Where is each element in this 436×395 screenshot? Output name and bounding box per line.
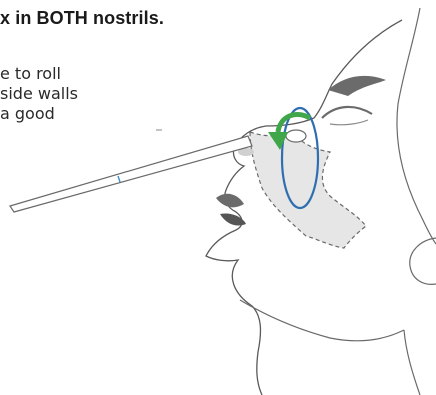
instruction-line-1: e to roll — [0, 64, 61, 84]
mouth-upper — [216, 194, 244, 208]
eye-lower — [330, 120, 368, 125]
instruction-line-3: a good — [0, 104, 55, 124]
swab-tip — [286, 130, 306, 142]
jaw-line — [240, 300, 404, 341]
head-back-line — [397, 8, 436, 244]
neck-line — [404, 330, 420, 395]
mouth-lower — [220, 213, 246, 225]
eyebrow — [328, 76, 386, 96]
ear-outline — [410, 238, 436, 284]
instruction-line-2: side walls — [0, 84, 78, 104]
nasal-region-shading — [250, 132, 366, 248]
swab-stick — [10, 136, 252, 212]
instruction-heading: x in BOTH nostrils. — [0, 8, 164, 29]
eye-upper-lid — [322, 107, 372, 118]
